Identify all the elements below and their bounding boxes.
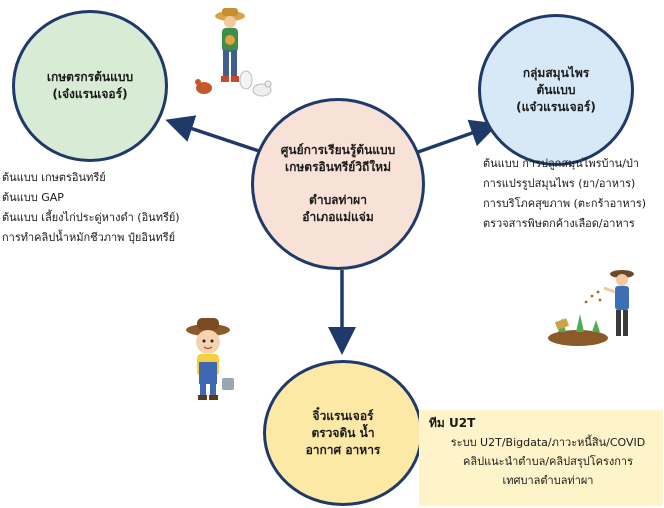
list-item: การบริโภคสุขภาพ (ตะกร้าอาหาร) [483, 197, 647, 210]
farmer-model-title: เกษตรกรต้นแบบ [46, 70, 134, 84]
herb-group-line3: (แจ๋วแรนเจอร์) [516, 99, 596, 114]
farmer-model-details: ต้นแบบ เกษตรอินทรีย์ ต้นแบบ GAP ต้นแบบ เ… [2, 168, 180, 248]
learning-center-line2: เกษตรอินทรีย์วิถีใหม่ [285, 160, 391, 174]
team-title: ทีม U2T [429, 416, 476, 430]
herb-group-line2: ต้นแบบ [536, 82, 576, 97]
junior-ranger-circle: จิ๋วแรนเจอร์ ตรวจดิน น้ำ อากาศ อาหาร [263, 360, 423, 506]
junior-ranger-line3: อากาศ อาหาร [305, 442, 381, 457]
learning-center-circle: ศูนย์การเรียนรู้ต้นแบบ เกษตรอินทรีย์วิถี… [251, 98, 425, 270]
herb-group-line1: กลุ่มสมุนไพร [522, 65, 590, 80]
learning-center-line4: อำเภอแม่แจ่ม [302, 210, 374, 224]
team-line: ระบบ U2T/Bigdata/ภาวะหนี้สิน/COVID [450, 436, 646, 449]
list-item: ต้นแบบ เกษตรอินทรีย์ [2, 171, 106, 184]
farmer-with-poultry-icon [195, 8, 272, 97]
list-item: ต้นแบบ GAP [2, 191, 64, 204]
list-item: การแปรรูปสมุนไพร (ยา/อาหาร) [483, 177, 636, 190]
herb-group-circle: กลุ่มสมุนไพร ต้นแบบ (แจ๋วแรนเจอร์) [478, 14, 634, 166]
farmer-sowing-seeds-icon [548, 270, 634, 346]
learning-center-line3: ตำบลท่าผา [309, 193, 367, 207]
list-item: ต้นแบบ การปลูกสมุนไพรบ้าน/ป่า [483, 157, 640, 170]
team-line: คลิปแนะนำตำบล/คลิปสรุปโครงการ [462, 455, 634, 468]
junior-ranger-line2: ตรวจดิน น้ำ [311, 425, 375, 440]
farmer-model-circle: เกษตรกรต้นแบบ (เจ๋งแรนเจอร์) [12, 10, 168, 162]
learning-center-line1: ศูนย์การเรียนรู้ต้นแบบ [280, 143, 396, 157]
u2t-team-box: ทีม U2T ระบบ U2T/Bigdata/ภาวะหนี้สิน/COV… [419, 410, 663, 506]
herb-group-details: ต้นแบบ การปลูกสมุนไพรบ้าน/ป่า การแปรรูปส… [483, 154, 646, 234]
arrow-to-herb-group [417, 119, 499, 154]
list-item: ต้นแบบ เลี้ยงไก่ประดู่หางดำ (อินทรีย์) [2, 211, 180, 224]
team-line: เทศบาลตำบลท่าผา [502, 474, 594, 487]
arrow-to-farmer-model [165, 115, 263, 154]
farmer-model-subtitle: (เจ๋งแรนเจอร์) [52, 87, 128, 101]
junior-ranger-line1: จิ๋วแรนเจอร์ [312, 408, 374, 423]
child-farmer-icon [186, 318, 234, 400]
list-item: ตรวจสารพิษตกค้างเลือด/อาหาร [483, 217, 635, 230]
list-item: การทำคลิปน้ำหมักชีวภาพ ปุ๋ยอินทรีย์ [2, 231, 176, 244]
